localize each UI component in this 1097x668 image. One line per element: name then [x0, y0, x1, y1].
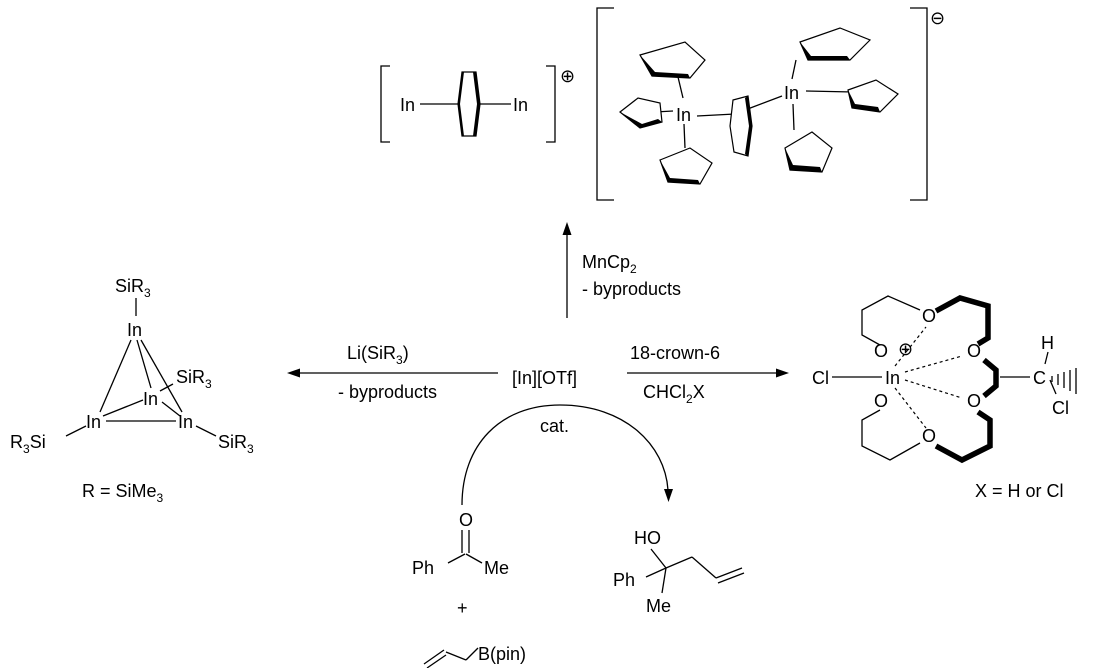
cation-charge: ⊕	[560, 66, 575, 86]
cluster-right-silyl: SiR3	[218, 432, 254, 456]
crown-oxygen-2: O	[967, 341, 981, 361]
crown-ether-complex: Cl In ⊕ O O O O O O C H Cl	[812, 295, 1077, 501]
arrow-up	[562, 222, 572, 318]
crown-hydrogen: H	[1041, 333, 1054, 353]
crown-oxygen-1: O	[922, 306, 936, 326]
product-methyl: Me	[646, 596, 671, 616]
arrow-up-byproducts: - byproducts	[582, 279, 681, 299]
cluster-in-top: In	[127, 320, 142, 340]
catalytic-curved-arrow	[461, 404, 673, 506]
crown-oxygen-6: O	[874, 341, 888, 361]
cluster-r-definition: R = SiMe3	[82, 481, 164, 505]
ketone-methyl: Me	[484, 558, 509, 578]
crown-chloride-right: Cl	[1052, 398, 1069, 418]
allylboronate-reactant: B(pin)	[423, 644, 526, 668]
arrow-left-reagent: Li(SiR3)	[347, 343, 409, 367]
cation-in-left: In	[400, 95, 415, 115]
cluster-top-silyl: SiR3	[115, 276, 151, 300]
crown-oxygen-4: O	[922, 426, 936, 446]
homoallylic-alcohol-product: HO Ph Me	[613, 528, 745, 616]
crown-x-definition: X = H or Cl	[975, 481, 1064, 501]
crown-oxygen-5: O	[874, 391, 888, 411]
catalytic-label: cat.	[540, 416, 569, 436]
ketone-reactant: O Ph Me +	[412, 510, 509, 618]
crown-metal: In	[885, 368, 900, 388]
anion-in-left: In	[676, 105, 691, 125]
hashed-wedge	[1051, 368, 1077, 394]
arrow-up-reagent: MnCp2	[582, 252, 637, 276]
ketone-oxygen: O	[459, 510, 473, 530]
anion-complex: ⊖ In In	[596, 7, 945, 201]
cluster-in-middle: In	[143, 389, 158, 409]
arrow-left-byproducts: - byproducts	[338, 382, 437, 402]
cluster-in-right: In	[178, 412, 193, 432]
arrow-left	[287, 368, 498, 378]
crown-charge: ⊕	[898, 339, 913, 359]
cluster-left-silyl: R3Si	[10, 432, 46, 456]
cation-in-right: In	[513, 95, 528, 115]
crown-carbon: C	[1033, 368, 1046, 388]
product-phenyl: Ph	[613, 570, 635, 590]
ketone-phenyl: Ph	[412, 558, 434, 578]
cation-complex: In In ⊕	[380, 65, 575, 143]
product-hydroxyl: HO	[634, 528, 661, 548]
cluster-in-left: In	[86, 412, 101, 432]
anion-charge: ⊖	[930, 8, 945, 28]
crown-chloride-left: Cl	[812, 368, 829, 388]
boron-pinacolate: B(pin)	[478, 644, 526, 664]
cluster-middle-silyl: SiR3	[176, 367, 212, 391]
indium-cluster: SiR3 In In In In SiR3 R3Si SiR3 R = SiMe…	[10, 276, 254, 505]
crown-oxygen-3: O	[967, 391, 981, 411]
arrow-right-solvent: CHCl2X	[643, 382, 705, 406]
arrow-right-reagent: 18-crown-6	[630, 343, 720, 363]
center-reagent: [In][OTf]	[512, 368, 577, 388]
reactant-plus: +	[457, 598, 468, 618]
anion-in-right: In	[784, 83, 799, 103]
arrow-right	[627, 368, 789, 378]
